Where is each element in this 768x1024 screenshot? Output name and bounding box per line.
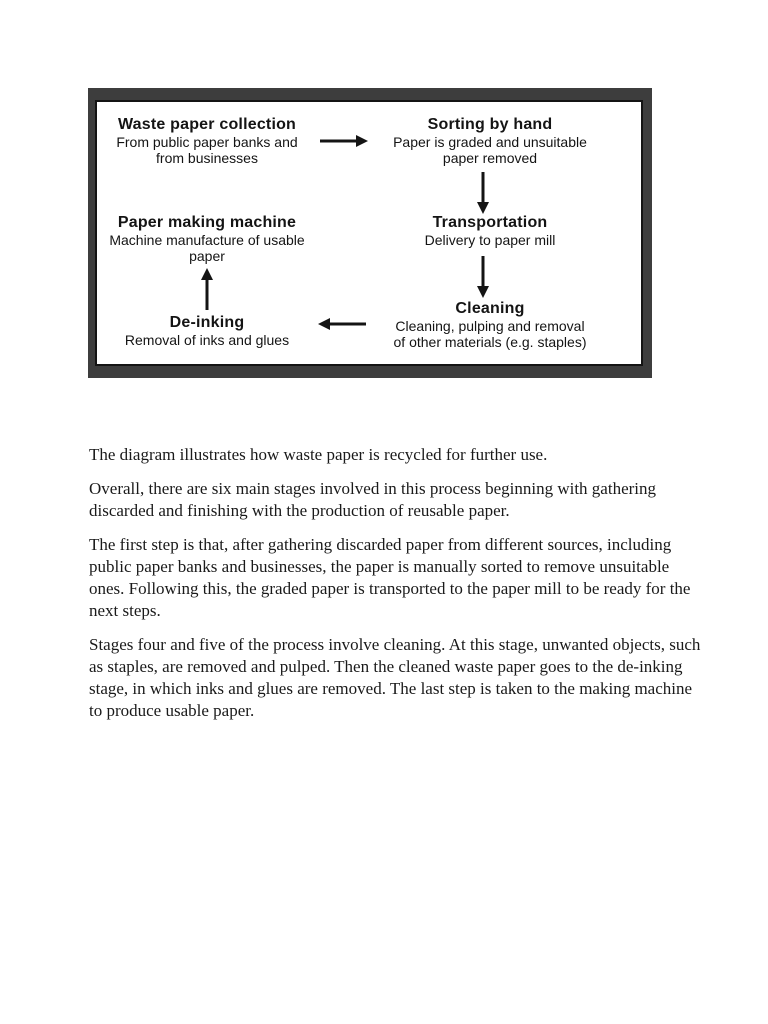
node-desc-line: Delivery to paper mill: [424, 232, 556, 248]
node-description: Cleaning, pulping and removal of other m…: [394, 318, 587, 350]
node-transportation: Transportation Delivery to paper mill: [425, 214, 556, 248]
node-desc-line: of other materials (e.g. staples): [393, 334, 587, 350]
node-cleaning: Cleaning Cleaning, pulping and removal o…: [394, 300, 587, 350]
node-description: Delivery to paper mill: [425, 232, 556, 248]
arrow-left-icon: [318, 318, 366, 330]
node-title: Waste paper collection: [117, 116, 297, 133]
node-title: Sorting by hand: [427, 116, 553, 133]
node-desc-line: Paper is graded and unsuitable: [393, 134, 587, 150]
recycling-diagram: [95, 100, 643, 366]
node-description: Paper is graded and unsuitable paper rem…: [393, 134, 587, 166]
node-title: Paper making machine: [117, 214, 297, 231]
node-desc-line: from businesses: [156, 150, 258, 166]
node-sorting-by-hand: Sorting by hand Paper is graded and unsu…: [393, 116, 587, 166]
node-description: Machine manufacture of usable paper: [109, 232, 304, 264]
node-de-inking: De-inking Removal of inks and glues: [125, 314, 289, 348]
node-paper-making-machine: Paper making machine Machine manufacture…: [109, 214, 304, 264]
essay-paragraph-body-1: The first step is that, after gathering …: [89, 535, 691, 620]
node-waste-paper-collection: Waste paper collection From public paper…: [116, 116, 297, 166]
arrow-down-icon: [477, 172, 489, 214]
node-desc-line: paper removed: [442, 150, 538, 166]
node-title: De-inking: [169, 314, 245, 331]
recycling-diagram-frame: Waste paper collection From public paper…: [88, 88, 652, 378]
essay-paragraph-overview: Overall, there are six main stages invol…: [89, 479, 657, 520]
arrow-down-icon: [477, 256, 489, 298]
arrow-right-icon: [320, 135, 368, 147]
essay-paragraph-intro: The diagram illustrates how waste paper …: [89, 445, 548, 464]
node-desc-line: From public paper banks and: [116, 134, 298, 150]
essay-paragraph-body-2: Stages four and five of the process invo…: [89, 635, 701, 720]
node-title: Transportation: [432, 214, 548, 231]
node-title: Cleaning: [455, 300, 525, 317]
arrow-up-icon: [201, 268, 213, 310]
node-desc-line: paper: [189, 248, 225, 264]
node-desc-line: Machine manufacture of usable: [109, 232, 305, 248]
essay-text: The diagram illustrates how waste paper …: [89, 444, 703, 734]
node-desc-line: Removal of inks and glues: [124, 332, 290, 348]
node-desc-line: Cleaning, pulping and removal: [395, 318, 585, 334]
node-description: From public paper banks and from busines…: [116, 134, 297, 166]
node-description: Removal of inks and glues: [125, 332, 289, 348]
